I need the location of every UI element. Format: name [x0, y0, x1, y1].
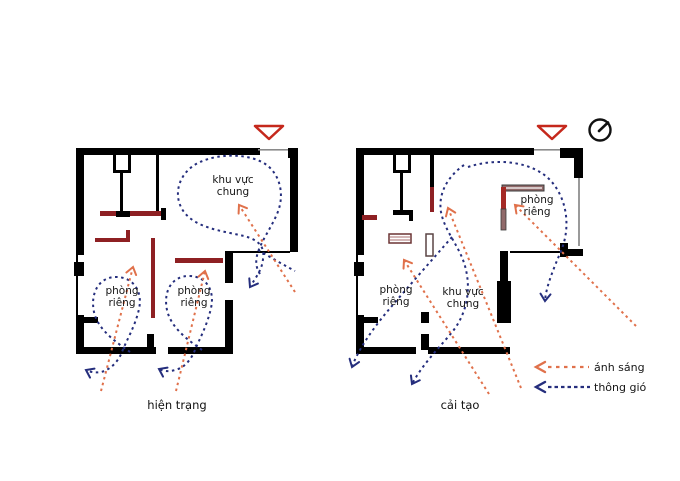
legend: ánh sáng thông gió [533, 360, 646, 394]
entry-marker-icon-right [536, 124, 568, 141]
left-plan-light-arrows [100, 203, 296, 392]
legend-item-wind: thông gió [533, 380, 646, 394]
light-arrow-icon [533, 360, 589, 374]
left-plan-walls [74, 148, 298, 354]
entry-marker-icon-left [253, 124, 285, 141]
legend-item-light: ánh sáng [533, 360, 646, 374]
right-plan-red-walls [362, 184, 545, 257]
left-plan-private-room-left-label: phòng riêng [105, 285, 139, 309]
left-plan-red-walls [95, 211, 223, 318]
left-plan-ventilation-curves [84, 154, 296, 379]
right-plan-common-area-label: khu vực chung [442, 286, 484, 310]
left-plan-caption: hiện trạng [147, 398, 207, 412]
left-plan-private-room-right-label: phòng riêng [177, 285, 211, 309]
legend-light-label: ánh sáng [594, 360, 645, 374]
right-plan-private-room-left-label: phòng riêng [379, 284, 413, 308]
right-plan-ventilation-curves [348, 161, 568, 386]
left-plan-common-area-label: khu vực chung [212, 174, 254, 198]
compass-icon [588, 118, 612, 142]
right-plan-private-room-top-label: phòng riêng [520, 194, 554, 218]
legend-wind-label: thông gió [594, 380, 647, 394]
right-plan-light-arrows [402, 203, 637, 395]
right-plan-caption: cải tạo [440, 398, 480, 412]
wind-arrow-icon [533, 380, 590, 394]
right-plan-walls [354, 148, 583, 354]
